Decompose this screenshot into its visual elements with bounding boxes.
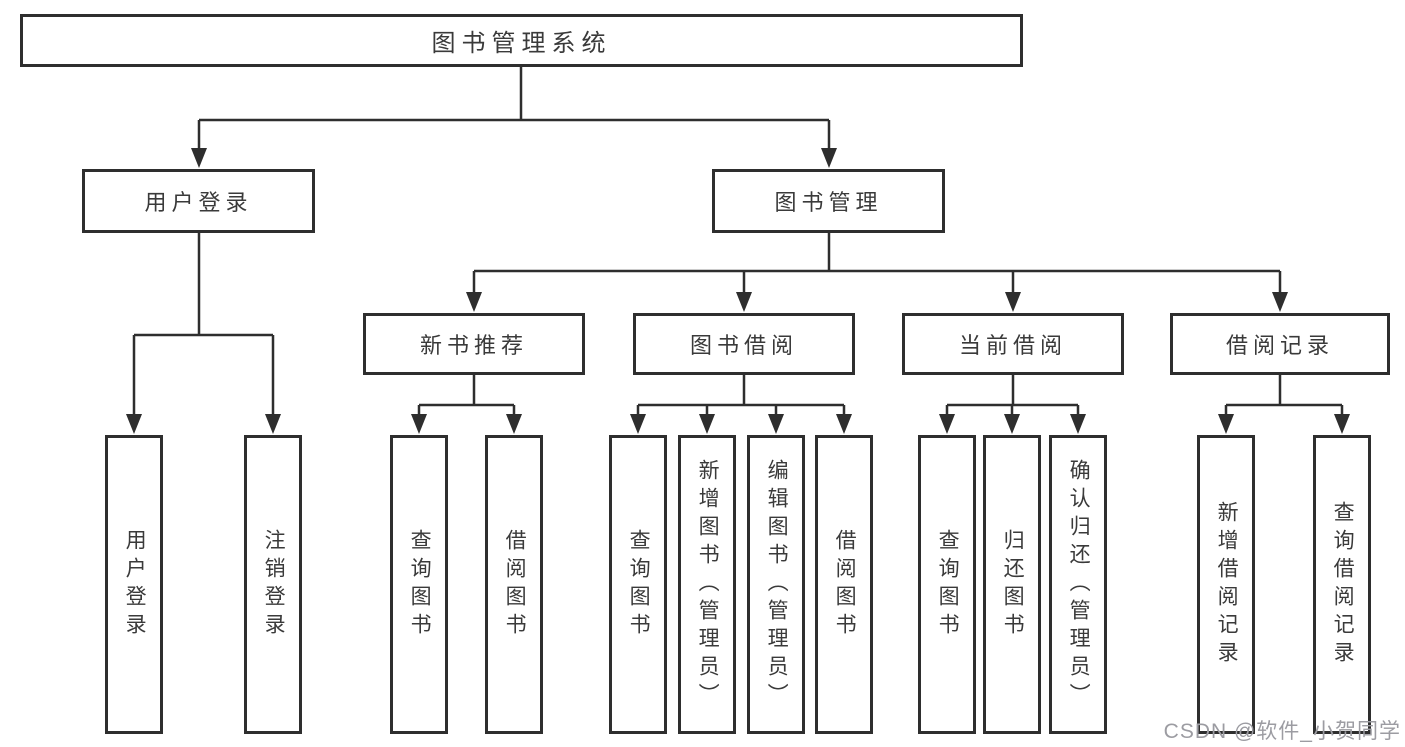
node-borrowing-records: 借阅记录 bbox=[1170, 313, 1390, 375]
leaf-label: 新增图书（管理员） bbox=[696, 458, 720, 711]
arrow-down-icon bbox=[1070, 414, 1086, 434]
connector-current-borrow-to-leaves bbox=[939, 375, 1086, 434]
arrow-down-icon bbox=[466, 292, 482, 312]
leaf-confirm-return-admin: 确认归还（管理员） bbox=[1049, 435, 1107, 734]
arrow-down-icon bbox=[1218, 414, 1234, 434]
connector-book-management-to-level3 bbox=[466, 233, 1288, 312]
leaf-query-books-borrow: 查询图书 bbox=[609, 435, 667, 734]
node-label: 当前借阅 bbox=[958, 333, 1067, 358]
arrow-down-icon bbox=[1005, 292, 1021, 312]
leaf-borrow-books-borrow: 借阅图书 bbox=[815, 435, 873, 734]
node-label: 图书管理系统 bbox=[431, 30, 612, 57]
leaf-label: 查询图书 bbox=[936, 528, 960, 641]
arrow-down-icon bbox=[411, 414, 427, 434]
leaf-return-books: 归还图书 bbox=[983, 435, 1041, 734]
arrow-down-icon bbox=[1272, 292, 1288, 312]
leaf-label: 借阅图书 bbox=[833, 528, 857, 641]
arrow-down-icon bbox=[836, 414, 852, 434]
leaf-logout: 注销登录 bbox=[244, 435, 302, 734]
leaf-label: 注销登录 bbox=[262, 528, 286, 641]
arrow-down-icon bbox=[736, 292, 752, 312]
leaf-edit-book-admin: 编辑图书（管理员） bbox=[747, 435, 805, 734]
node-label: 借阅记录 bbox=[1225, 333, 1334, 358]
leaf-label: 编辑图书（管理员） bbox=[765, 458, 789, 711]
arrow-down-icon bbox=[191, 148, 207, 168]
node-new-book-recommendation: 新书推荐 bbox=[363, 313, 585, 375]
leaf-label: 借阅图书 bbox=[503, 528, 527, 641]
connector-borrow-records-to-leaves bbox=[1218, 375, 1350, 434]
arrow-down-icon bbox=[630, 414, 646, 434]
arrow-down-icon bbox=[699, 414, 715, 434]
leaf-add-borrow-record: 新增借阅记录 bbox=[1197, 435, 1255, 734]
leaf-label: 查询借阅记录 bbox=[1331, 500, 1355, 669]
node-user-login: 用户登录 bbox=[82, 169, 315, 233]
arrow-down-icon bbox=[768, 414, 784, 434]
leaf-label: 查询图书 bbox=[627, 528, 651, 641]
arrow-down-icon bbox=[1334, 414, 1350, 434]
leaf-query-books-current: 查询图书 bbox=[918, 435, 976, 734]
leaf-query-books-newbook: 查询图书 bbox=[390, 435, 448, 734]
node-book-management: 图书管理 bbox=[712, 169, 945, 233]
node-label: 图书借阅 bbox=[689, 333, 798, 358]
connector-root-to-level2 bbox=[191, 67, 837, 168]
connector-user-login-to-leaves bbox=[126, 233, 281, 434]
leaf-add-book-admin: 新增图书（管理员） bbox=[678, 435, 736, 734]
leaf-borrow-books-newbook: 借阅图书 bbox=[485, 435, 543, 734]
node-book-borrowing: 图书借阅 bbox=[633, 313, 855, 375]
leaf-label: 新增借阅记录 bbox=[1215, 500, 1239, 669]
leaf-label: 归还图书 bbox=[1001, 528, 1025, 641]
node-label: 图书管理 bbox=[774, 190, 883, 215]
arrow-down-icon bbox=[821, 148, 837, 168]
leaf-user-login: 用户登录 bbox=[105, 435, 163, 734]
arrow-down-icon bbox=[939, 414, 955, 434]
connector-new-book-to-leaves bbox=[411, 375, 522, 434]
connector-book-borrow-to-leaves bbox=[630, 375, 852, 434]
node-library-management-system: 图书管理系统 bbox=[20, 14, 1023, 67]
leaf-label: 确认归还（管理员） bbox=[1067, 458, 1091, 711]
leaf-query-borrow-record: 查询借阅记录 bbox=[1313, 435, 1371, 734]
node-current-borrowing: 当前借阅 bbox=[902, 313, 1124, 375]
arrow-down-icon bbox=[126, 414, 142, 434]
arrow-down-icon bbox=[1004, 414, 1020, 434]
node-label: 新书推荐 bbox=[419, 333, 528, 358]
arrow-down-icon bbox=[265, 414, 281, 434]
csdn-watermark: CSDN @软件_小贺同学 bbox=[1163, 720, 1401, 743]
node-label: 用户登录 bbox=[144, 190, 253, 215]
leaf-label: 查询图书 bbox=[408, 528, 432, 641]
arrow-down-icon bbox=[506, 414, 522, 434]
leaf-label: 用户登录 bbox=[123, 528, 147, 641]
